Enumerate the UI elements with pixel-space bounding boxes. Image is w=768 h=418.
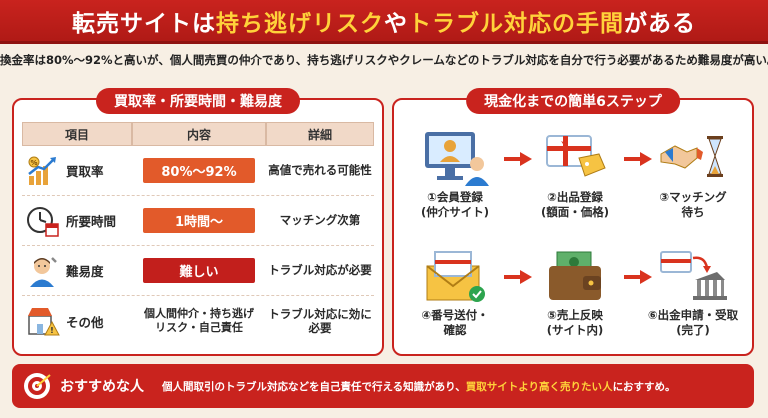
row-item-label: その他 bbox=[66, 314, 104, 330]
step-2: ②出品登録 (額面・価格) bbox=[520, 126, 630, 220]
recommendation-text-part3: におすすめ。 bbox=[612, 380, 676, 393]
step-label: ②出品登録 bbox=[547, 190, 603, 204]
step-sub: (仲介サイト) bbox=[420, 204, 489, 219]
row-item-label: 買取率 bbox=[66, 164, 104, 179]
step-4: ④番号送付・ 確認 bbox=[400, 244, 510, 338]
other-value: 個人間仲介・持ち逃げリスク・自己責任 bbox=[144, 307, 254, 334]
page-title: 転売サイトは持ち逃げリスクやトラブル対応の手間がある bbox=[72, 4, 696, 38]
step-3: ③マッチング 待ち bbox=[638, 126, 748, 220]
svg-text:!: ! bbox=[50, 326, 54, 335]
worried-person-icon bbox=[26, 254, 60, 288]
shop-warning-icon: ! bbox=[26, 304, 60, 338]
step-label: ①会員登録 bbox=[427, 190, 483, 204]
rates-table: 項目 内容 詳細 % 買取率 bbox=[22, 122, 374, 346]
clock-calendar-icon bbox=[26, 204, 60, 238]
step-sub: 待ち bbox=[681, 204, 705, 219]
svg-text:%: % bbox=[30, 159, 37, 167]
row-detail: トラブル対応が必要 bbox=[268, 263, 372, 278]
title-part3: や bbox=[384, 10, 408, 37]
arrow-right-icon bbox=[624, 270, 652, 284]
title-part1: 転売サイトは bbox=[72, 10, 216, 37]
row-detail: マッチング次第 bbox=[279, 213, 361, 228]
step-label: ⑤売上反映 bbox=[547, 308, 603, 322]
title-bar: 転売サイトは持ち逃げリスクやトラブル対応の手間がある bbox=[0, 0, 768, 44]
column-header-item: 項目 bbox=[22, 122, 132, 146]
step-sub: 確認 bbox=[443, 322, 467, 337]
title-part2: 持ち逃げリスク bbox=[216, 10, 384, 37]
wallet-cash-icon bbox=[520, 244, 630, 308]
arrow-right-icon bbox=[624, 152, 652, 166]
computer-user-icon bbox=[400, 126, 510, 190]
recommendation-text: 個人間取引のトラブル対応などを自己責任で行える知識があり、買取サイトより高く売り… bbox=[162, 379, 676, 394]
recommendation-banner: おすすめな人 個人間取引のトラブル対応などを自己責任で行える知識があり、買取サイ… bbox=[12, 364, 754, 408]
recommendation-text-part1: 個人間取引のトラブル対応などを自己責任で行える知識があり、 bbox=[162, 380, 466, 393]
step-label: ⑥出金申請・受取 bbox=[647, 308, 739, 322]
table-row: % 買取率 80%〜92% 高値で売れる可能性 bbox=[22, 146, 374, 196]
column-header-detail: 詳細 bbox=[266, 122, 374, 146]
step-sub: (完了) bbox=[676, 322, 710, 337]
row-detail: 高値で売れる可能性 bbox=[268, 163, 372, 178]
title-part4: トラブル対応の手間 bbox=[408, 10, 624, 37]
step-1: ①会員登録 (仲介サイト) bbox=[400, 126, 510, 220]
table-row: 難易度 難しい トラブル対応が必要 bbox=[22, 246, 374, 296]
row-item-label: 所要時間 bbox=[66, 214, 117, 229]
subtitle: 換金率は80%〜92%と高いが、個人間売買の仲介であり、持ち逃げリスクやクレーム… bbox=[0, 53, 768, 67]
percent-growth-icon: % bbox=[26, 154, 60, 188]
time-value: 1時間〜 bbox=[143, 208, 255, 233]
step-sub: (額面・価格) bbox=[540, 204, 609, 219]
gift-card-tag-icon bbox=[520, 126, 630, 190]
steps-panel: 現金化までの簡単6ステップ ①会員登録 (仲介サイト) bbox=[392, 88, 754, 356]
handshake-hourglass-icon bbox=[638, 126, 748, 190]
row-detail: トラブル対応に効に必要 bbox=[268, 306, 372, 335]
table-header: 項目 内容 詳細 bbox=[22, 122, 374, 146]
recommendation-label: おすすめな人 bbox=[60, 379, 144, 395]
rate-value: 80%〜92% bbox=[143, 158, 255, 183]
step-5: ⑤売上反映 (サイト内) bbox=[520, 244, 630, 338]
step-label: ③マッチング bbox=[659, 190, 727, 204]
title-part5: がある bbox=[624, 10, 696, 37]
step-6: ⑥出金申請・受取 (完了) bbox=[638, 244, 748, 338]
table-row: 所要時間 1時間〜 マッチング次第 bbox=[22, 196, 374, 246]
row-item-label: 難易度 bbox=[66, 264, 104, 279]
arrow-right-icon bbox=[504, 270, 532, 284]
step-sub: (サイト内) bbox=[546, 322, 604, 337]
card-bank-icon bbox=[638, 244, 748, 308]
difficulty-value: 難しい bbox=[143, 258, 255, 283]
arrow-right-icon bbox=[504, 152, 532, 166]
recommendation-highlight: 買取サイトより高く売りたい人 bbox=[465, 380, 613, 393]
step-label: ④番号送付・ bbox=[421, 308, 489, 322]
steps-panel-header: 現金化までの簡単6ステップ bbox=[466, 88, 680, 114]
column-header-content: 内容 bbox=[132, 122, 266, 146]
table-row: ! その他 個人間仲介・持ち逃げリスク・自己責任 トラブル対応に効に必要 bbox=[22, 296, 374, 346]
rates-panel-header: 買取率・所要時間・難易度 bbox=[96, 88, 300, 114]
target-icon bbox=[22, 371, 52, 401]
envelope-card-check-icon bbox=[400, 244, 510, 308]
rates-panel: 買取率・所要時間・難易度 項目 内容 詳細 % bbox=[12, 88, 384, 356]
